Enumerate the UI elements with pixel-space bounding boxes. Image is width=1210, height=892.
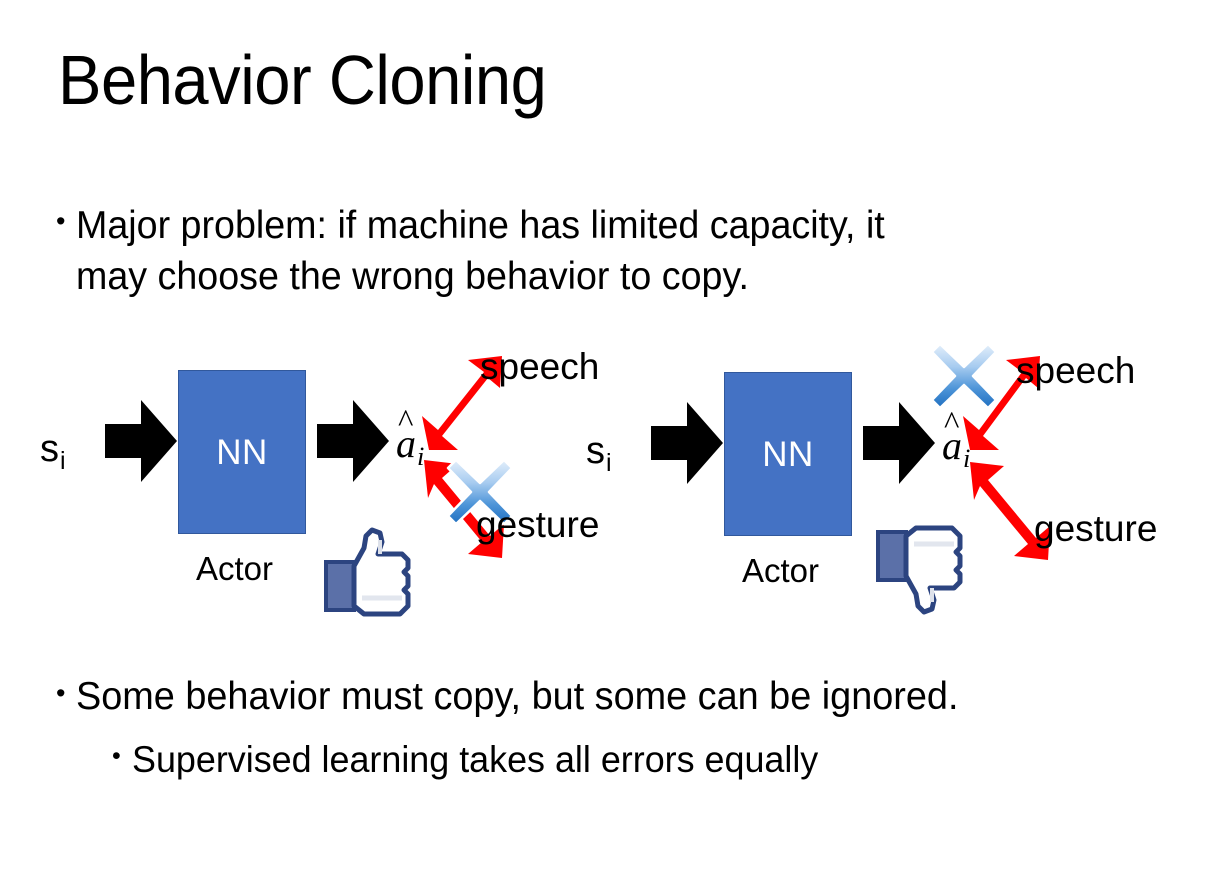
diagram-right: si NN Actor ^a i	[556, 330, 1158, 630]
bullet-top-block: • Major problem: if machine has limited …	[56, 200, 1136, 303]
state-symbol: s	[586, 430, 605, 472]
cross-out-x-icon-speech-right	[928, 340, 1000, 412]
hat-accent-icon: ^	[397, 403, 414, 440]
thumbs-down-icon	[874, 524, 970, 616]
bullet-marker-icon: •	[112, 742, 121, 770]
bullet-item: • Some behavior must copy, but some can …	[56, 672, 1176, 723]
bullet-bottom-block-1: • Some behavior must copy, but some can …	[56, 672, 1176, 723]
input-block-arrow-left	[105, 398, 177, 484]
modality-arrow-speech-left	[414, 342, 544, 460]
bullet-item: • Major problem: if machine has limited …	[56, 200, 1136, 303]
state-subscript: i	[60, 447, 66, 475]
output-block-arrow-left	[317, 398, 389, 484]
bullet-line-2: may choose the wrong behavior to copy.	[76, 255, 750, 299]
action-subscript: i	[417, 440, 425, 471]
bullet-marker-icon: •	[56, 206, 66, 236]
nn-box-label: NN	[762, 434, 814, 474]
bullet-bottom-block-2: • Supervised learning takes all errors e…	[112, 736, 1172, 784]
action-subscript: i	[963, 442, 971, 473]
action-label-right: ^a i	[942, 407, 971, 473]
state-label-right: si	[586, 432, 612, 476]
action-label-left: ^a i	[396, 405, 425, 471]
bullet-item: • Supervised learning takes all errors e…	[112, 736, 1172, 784]
modality-arrow-gesture-right	[956, 456, 1086, 574]
action-symbol-hatted: ^a	[396, 405, 416, 466]
state-subscript: i	[606, 449, 612, 477]
thumbs-up-icon	[322, 526, 418, 618]
modality-label-gesture-right: gesture	[1034, 508, 1158, 549]
modality-label-speech-left: speech	[480, 346, 600, 387]
bullet-text: Some behavior must copy, but some can be…	[76, 675, 959, 718]
actor-caption-left: Actor	[196, 550, 274, 587]
modality-label-speech-right: speech	[1016, 350, 1136, 391]
modality-arrow-speech-right	[954, 348, 1084, 466]
bullet-text: Supervised learning takes all errors equ…	[131, 739, 819, 780]
action-symbol: a	[942, 423, 962, 468]
hat-accent-icon: ^	[943, 405, 960, 442]
bullet-text: Major problem: if machine has limited ca…	[76, 200, 1098, 303]
input-block-arrow-right	[651, 400, 723, 486]
output-block-arrow-right	[863, 400, 935, 486]
state-symbol: s	[40, 428, 59, 470]
nn-box-right: NN	[724, 372, 852, 536]
bullet-marker-icon: •	[56, 678, 66, 708]
diagram-left: si NN Actor ^a i	[10, 330, 610, 630]
state-label-left: si	[40, 430, 66, 474]
nn-box-left: NN	[178, 370, 306, 534]
page-title: Behavior Cloning	[58, 41, 547, 119]
action-symbol-hatted: ^a	[942, 407, 962, 468]
actor-caption-right: Actor	[742, 552, 820, 589]
cross-out-x-icon-gesture-left	[444, 456, 516, 528]
action-symbol: a	[396, 421, 416, 466]
bullet-line-1: Major problem: if machine has limited ca…	[76, 204, 886, 247]
modality-label-gesture-left: gesture	[476, 504, 600, 545]
nn-box-label: NN	[216, 432, 268, 472]
